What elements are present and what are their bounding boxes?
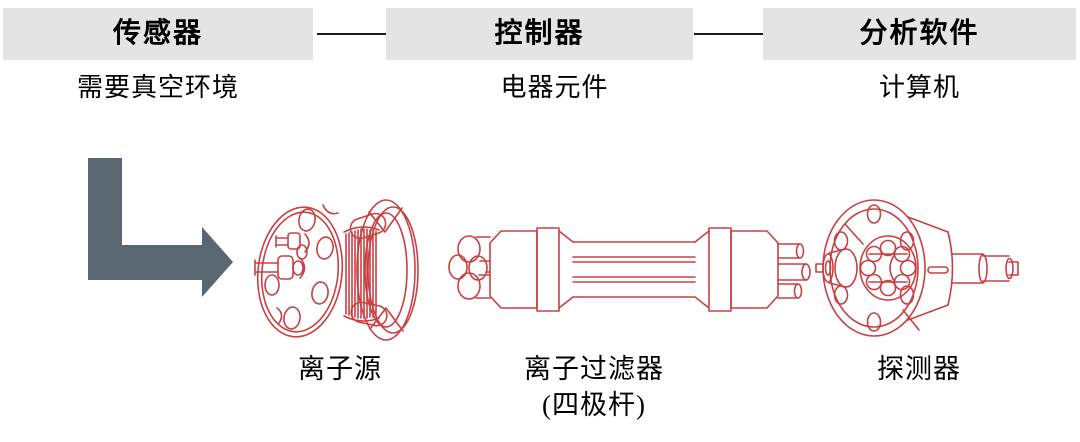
stage-box-software: 分析软件	[763, 8, 1076, 60]
caption-ion-source: 离子源	[298, 354, 382, 384]
caption-detector: 探测器	[877, 354, 961, 384]
detector-drawing	[815, 199, 1019, 337]
stage-box-controller: 控制器	[386, 8, 693, 60]
stage-sublabel-vacuum: 需要真空环境	[76, 73, 239, 102]
flow-arrow-icon	[88, 158, 233, 297]
stage-sublabel-computer: 计算机	[878, 73, 960, 102]
caption-ion-filter-line2: (四极杆)	[542, 390, 646, 420]
caption-ion-filter-line1: 离子过滤器	[524, 354, 664, 384]
connector-line-2	[694, 33, 763, 35]
stage-box-sensor: 传感器	[3, 8, 313, 60]
connector-line-1	[317, 33, 387, 35]
quadrupole-drawing	[448, 227, 811, 312]
stage-sublabel-electronics: 电器元件	[500, 73, 609, 102]
caption-ion-filter: 离子过滤器 (四极杆)	[484, 351, 704, 423]
ion-source-drawing	[254, 199, 419, 341]
